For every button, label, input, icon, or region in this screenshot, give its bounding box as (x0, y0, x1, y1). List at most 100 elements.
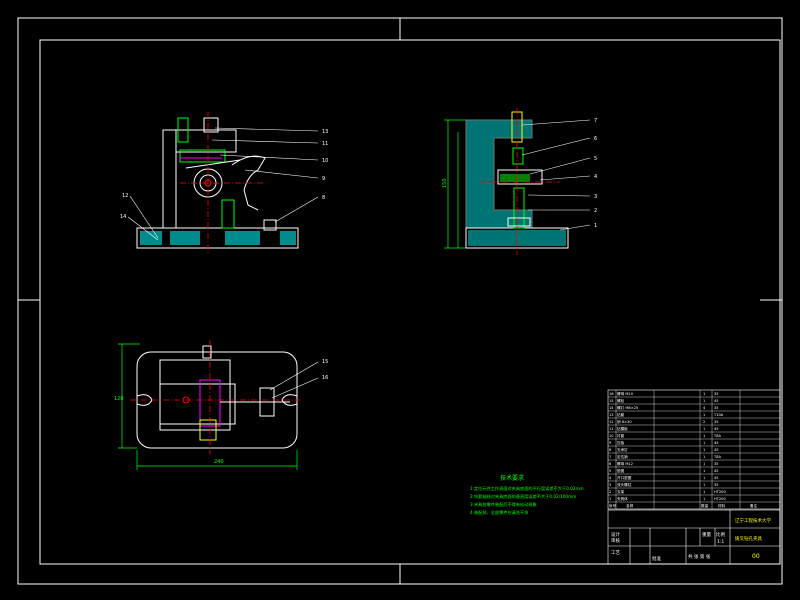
balloon-side-1: 2 (594, 208, 597, 214)
title-drawing-no: 00 (752, 553, 760, 560)
parts-qty: 1 (703, 462, 705, 466)
tech-requirements: 技术要求 1.定位元件工作表面对夹具底面的平行度误差不大于0.02mm 2.钻套… (470, 474, 584, 516)
parts-name: 衬套 (617, 433, 625, 438)
parts-no: 9 (609, 441, 612, 445)
parts-qty: 1 (703, 469, 705, 473)
side-view: 150 7 6 5 4 3 2 1 (442, 108, 597, 255)
parts-no: 8 (609, 448, 612, 452)
parts-no: 15 (609, 399, 614, 403)
balloon-side-6: 7 (594, 118, 597, 124)
title-school: 辽宁工程技术大学 (735, 517, 771, 524)
parts-name: 垫圈 (617, 468, 625, 473)
parts-no: 12 (609, 420, 614, 424)
parts-name: 螺栓 (617, 398, 625, 403)
parts-header-material: 材料 (718, 503, 726, 508)
parts-no: 16 (609, 392, 614, 396)
title-designer: 设计 (611, 531, 620, 538)
title-approve: 批准 (652, 555, 661, 562)
parts-qty: 1 (703, 434, 705, 438)
parts-name: 夹具体 (617, 496, 628, 501)
balloon-side-3: 4 (594, 174, 597, 180)
balloon-front-5: 12 (122, 193, 128, 199)
parts-material: 45 (714, 448, 719, 452)
title-weight: 重量 (702, 531, 711, 538)
parts-header-qty: 数量 (701, 503, 709, 508)
parts-name: 钻模板 (617, 426, 628, 431)
parts-qty: 1 (703, 441, 705, 445)
parts-material: HT200 (714, 497, 726, 501)
parts-material: 45 (714, 441, 719, 445)
dim-side-height: 150 (442, 178, 448, 188)
parts-qty: 1 (703, 490, 705, 494)
parts-no: 13 (609, 413, 614, 417)
parts-name: 开口垫圈 (617, 475, 632, 480)
parts-no: 6 (609, 462, 612, 466)
parts-material: HT200 (714, 490, 726, 494)
title-drawing-name: 拨叉钻孔夹具 (735, 535, 762, 542)
parts-name: 销 8×30 (617, 419, 632, 424)
tech-line-3: 4.装配前，全部零件应清洗干净 (470, 509, 528, 516)
balloon-front-6: 14 (120, 214, 126, 220)
parts-name: 螺母 M10 (617, 391, 634, 396)
dim-plan-width: 240 (214, 459, 224, 465)
parts-name: 钻套 (617, 412, 625, 417)
parts-name: 螺钉 M8×25 (617, 405, 638, 410)
parts-material: 35 (714, 420, 719, 424)
parts-qty: 1 (703, 483, 705, 487)
parts-material: T8A (713, 434, 721, 438)
balloon-side-5: 6 (594, 136, 597, 142)
title-sheet: 共 张 第 张 (688, 553, 711, 560)
balloon-front-2: 10 (322, 158, 328, 164)
parts-qty: 4 (703, 406, 706, 410)
parts-material: T10A (713, 413, 724, 417)
parts-material: 35 (714, 462, 719, 466)
title-process: 工艺 (611, 550, 620, 556)
parts-no: 2 (609, 490, 611, 494)
plan-view: 240 120 15 16 (114, 340, 328, 470)
parts-header-name: 名称 (626, 503, 634, 508)
balloon-side-0: 1 (594, 223, 597, 229)
tech-line-2: 3.夹具各零件装配后不得有松动现象 (470, 501, 537, 508)
parts-name: 双头螺柱 (617, 482, 632, 487)
balloon-plan-0: 15 (322, 359, 328, 365)
balloon-plan-1: 16 (322, 375, 328, 381)
parts-qty: 1 (703, 399, 705, 403)
tech-heading: 技术要求 (500, 474, 524, 482)
parts-name: 螺母 M12 (617, 461, 633, 466)
parts-name: 支承钉 (617, 447, 628, 452)
tech-line-1: 2.钻套轴线对夹具底面的垂直度误差不大于0.02/100mm (470, 493, 576, 500)
tech-line-0: 1.定位元件工作表面对夹具底面的平行度误差不大于0.02mm (470, 485, 584, 492)
parts-material: 35 (714, 392, 719, 396)
parts-qty: 1 (703, 413, 705, 417)
parts-material: 45 (714, 469, 719, 473)
balloon-front-0: 13 (322, 129, 328, 135)
front-view: 13 11 10 9 8 12 14 (120, 112, 328, 255)
parts-qty: 1 (703, 392, 705, 396)
parts-header-note: 备注 (750, 503, 758, 508)
balloon-front-1: 11 (322, 141, 328, 147)
balloon-side-4: 5 (594, 156, 597, 162)
parts-no: 10 (609, 434, 614, 438)
parts-qty: 1 (703, 476, 705, 480)
title-checker: 审核 (611, 537, 620, 544)
parts-name: 支架 (617, 489, 625, 494)
drawing-frame (17, 17, 783, 585)
parts-material: T8A (713, 455, 721, 459)
parts-name: 压板 (617, 440, 625, 445)
parts-no: 7 (609, 455, 611, 459)
parts-material: 35 (714, 406, 719, 410)
balloon-front-3: 9 (322, 176, 325, 182)
parts-no: 3 (609, 483, 611, 487)
parts-qty: 1 (703, 427, 705, 431)
title-scale-value: 1:1 (717, 539, 724, 545)
dim-plan-height: 120 (114, 396, 124, 402)
parts-no: 4 (609, 476, 612, 480)
balloon-side-2: 3 (594, 194, 597, 200)
parts-material: 35 (714, 483, 719, 487)
parts-no: 1 (609, 497, 611, 501)
title-scale: 比例 (716, 531, 725, 538)
parts-header-no: 序号 (609, 503, 617, 508)
parts-material: 45 (714, 399, 719, 403)
